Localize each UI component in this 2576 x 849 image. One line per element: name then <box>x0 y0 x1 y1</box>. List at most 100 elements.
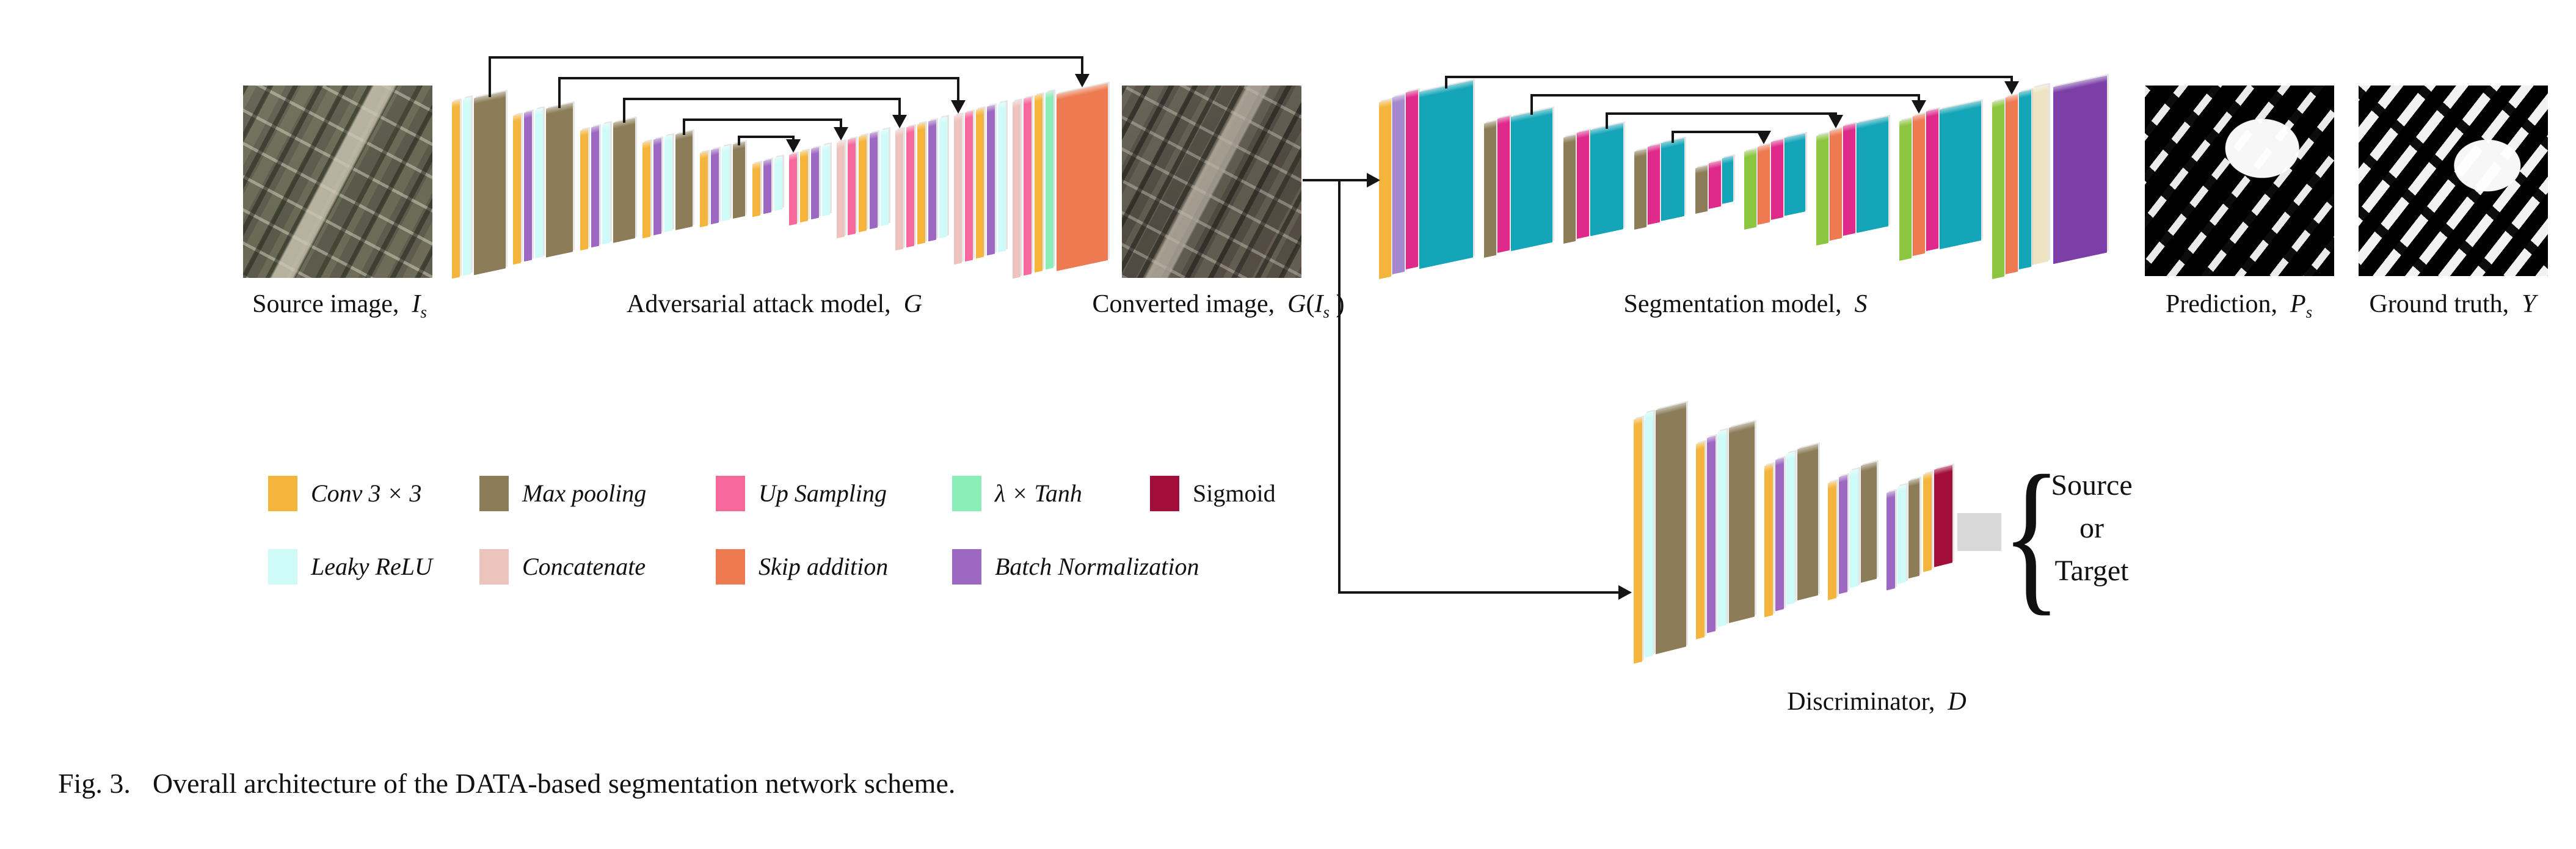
legend-swatch-conv <box>268 476 297 511</box>
skip-connection-line <box>1672 131 1765 133</box>
generator-layer-bn <box>591 125 599 248</box>
legend-label-lrelu: Leaky ReLU <box>311 553 432 580</box>
label-segment: s <box>1323 303 1330 321</box>
skip-connection-line <box>839 118 842 127</box>
generator-layer-pool <box>613 118 635 243</box>
prediction-mask-thumbnail <box>2145 86 2334 276</box>
label-segment: Converted image, <box>1092 290 1275 318</box>
label-segment <box>1330 290 1336 318</box>
discriminator-layer-lrelu <box>1897 484 1906 585</box>
label-segment: s <box>2305 303 2313 321</box>
label-segment: G <box>1287 290 1306 318</box>
connector-branch-horizontal <box>1338 591 1622 594</box>
legend-swatch-tanh <box>952 476 981 511</box>
generator-layer-conv <box>642 140 650 239</box>
segmentation-layer-conv <box>1379 99 1391 280</box>
legend-swatch-skip <box>716 549 745 585</box>
generator-layer-pool <box>474 91 506 275</box>
generator-layer-conv <box>452 100 460 279</box>
segmentation-layer-lilac <box>1392 94 1405 275</box>
figure-caption: Fig. 3.Overall architecture of the DATA-… <box>58 767 955 800</box>
source-image-thumbnail <box>243 86 432 278</box>
generator-layer-bn <box>524 111 532 262</box>
legend-swatch-lrelu <box>268 549 297 585</box>
label-segment: ( <box>1306 290 1315 318</box>
generator-layer-lrelu <box>939 116 947 239</box>
segmentation-layer-magenta <box>1709 160 1721 210</box>
segmentation-layer-teal <box>1857 116 1888 233</box>
label-segment <box>1275 290 1287 318</box>
generator-layer-pool <box>733 141 745 219</box>
discriminator-layer-lrelu <box>1645 411 1653 658</box>
generator-layer-conv <box>976 107 984 259</box>
segmentation-layer-pool <box>1484 120 1496 258</box>
segmentation-layer-magenta <box>1406 89 1418 270</box>
skip-connection-line <box>623 98 901 100</box>
label-segment <box>2509 290 2522 318</box>
generator-layer-lrelu <box>881 128 889 227</box>
connector-converted-to-segmentation <box>1303 179 1367 181</box>
skip-connection-arrowhead <box>892 115 907 128</box>
generator-layer-tanh <box>1046 90 1053 270</box>
skip-connection-line <box>489 56 491 97</box>
generator-layer-lrelu <box>722 145 730 222</box>
skip-connection-line <box>489 56 1083 59</box>
generator-layer-up <box>1024 97 1031 276</box>
legend-swatch-pool <box>479 476 509 511</box>
segmentation-layer-deep_purple <box>2053 75 2107 264</box>
segmentation-layer-teal <box>1590 123 1623 236</box>
skip-connection-line <box>683 118 842 121</box>
segmentation-layer-skip <box>1830 128 1842 241</box>
generator-layer-lrelu <box>602 122 610 245</box>
label-segment: Y <box>2522 290 2536 318</box>
discriminator-layer-pool <box>1797 443 1818 601</box>
legend-label-sigmoid: Sigmoid <box>1193 479 1276 507</box>
segmentation-layer-magenta <box>1577 129 1589 239</box>
generator-layer-bn <box>811 147 819 220</box>
segmentation-layer-lime <box>1899 118 1912 261</box>
label-segment: Discriminator, <box>1787 688 1935 716</box>
label-segment: Segmentation model, <box>1623 290 1842 318</box>
discriminator-layer-conv <box>1764 464 1773 618</box>
skip-connection-line <box>558 77 959 79</box>
segmentation-layer-teal <box>1785 133 1805 216</box>
label-segment: ) <box>1336 290 1345 318</box>
label-segment: Prediction, <box>2165 290 2277 318</box>
discriminator-layer-pool <box>1908 478 1919 579</box>
generator-layer-concat <box>895 128 903 251</box>
generator-layer-lrelu <box>822 144 830 217</box>
discriminator-layer-lrelu <box>1850 468 1858 588</box>
skip-connection-line <box>1606 112 1608 129</box>
generator-layer-bn <box>928 119 936 242</box>
prediction-label: Prediction, Ps <box>2166 290 2312 322</box>
generator-layer-bn <box>763 159 771 214</box>
skip-connection-line <box>1081 56 1083 74</box>
skip-connection-line <box>791 136 795 139</box>
skip-connection-line <box>898 98 901 115</box>
segmentation-layer-pool <box>1695 165 1708 214</box>
label-segment: I <box>1314 290 1323 318</box>
skip-connection-line <box>1445 76 1447 89</box>
generator-layer-pool <box>546 103 573 258</box>
segmentation-layer-lime <box>1744 148 1756 230</box>
discriminator-layer-conv <box>1828 481 1836 600</box>
generator-layer-bn <box>653 137 661 236</box>
generator-layer-conv <box>859 134 867 233</box>
segmentation-layer-teal <box>1661 137 1684 222</box>
discriminator-layer-lrelu <box>1786 451 1795 605</box>
segmentation-layer-teal <box>2019 89 2031 270</box>
segmentation-layer-teal <box>1511 107 1552 252</box>
generator-layer-up <box>965 111 973 262</box>
output-option-source: Source <box>2051 469 2133 501</box>
segmentation-layer-lime <box>1816 133 1828 246</box>
converted-image-label: Converted image, G(Is ) <box>1093 290 1345 322</box>
segmentation-layer-skip <box>1913 113 1925 257</box>
label-segment: Adversarial attack model, <box>627 290 891 318</box>
legend-swatch-up <box>716 476 745 511</box>
connector-arrowhead-discriminator <box>1618 585 1632 600</box>
label-segment <box>399 290 412 318</box>
segmentation-layer-teal <box>1419 80 1473 269</box>
caption-text: Overall architecture of the DATA-based s… <box>152 768 956 799</box>
label-segment: I <box>412 290 421 318</box>
skip-connection-arrowhead <box>2004 81 2019 95</box>
